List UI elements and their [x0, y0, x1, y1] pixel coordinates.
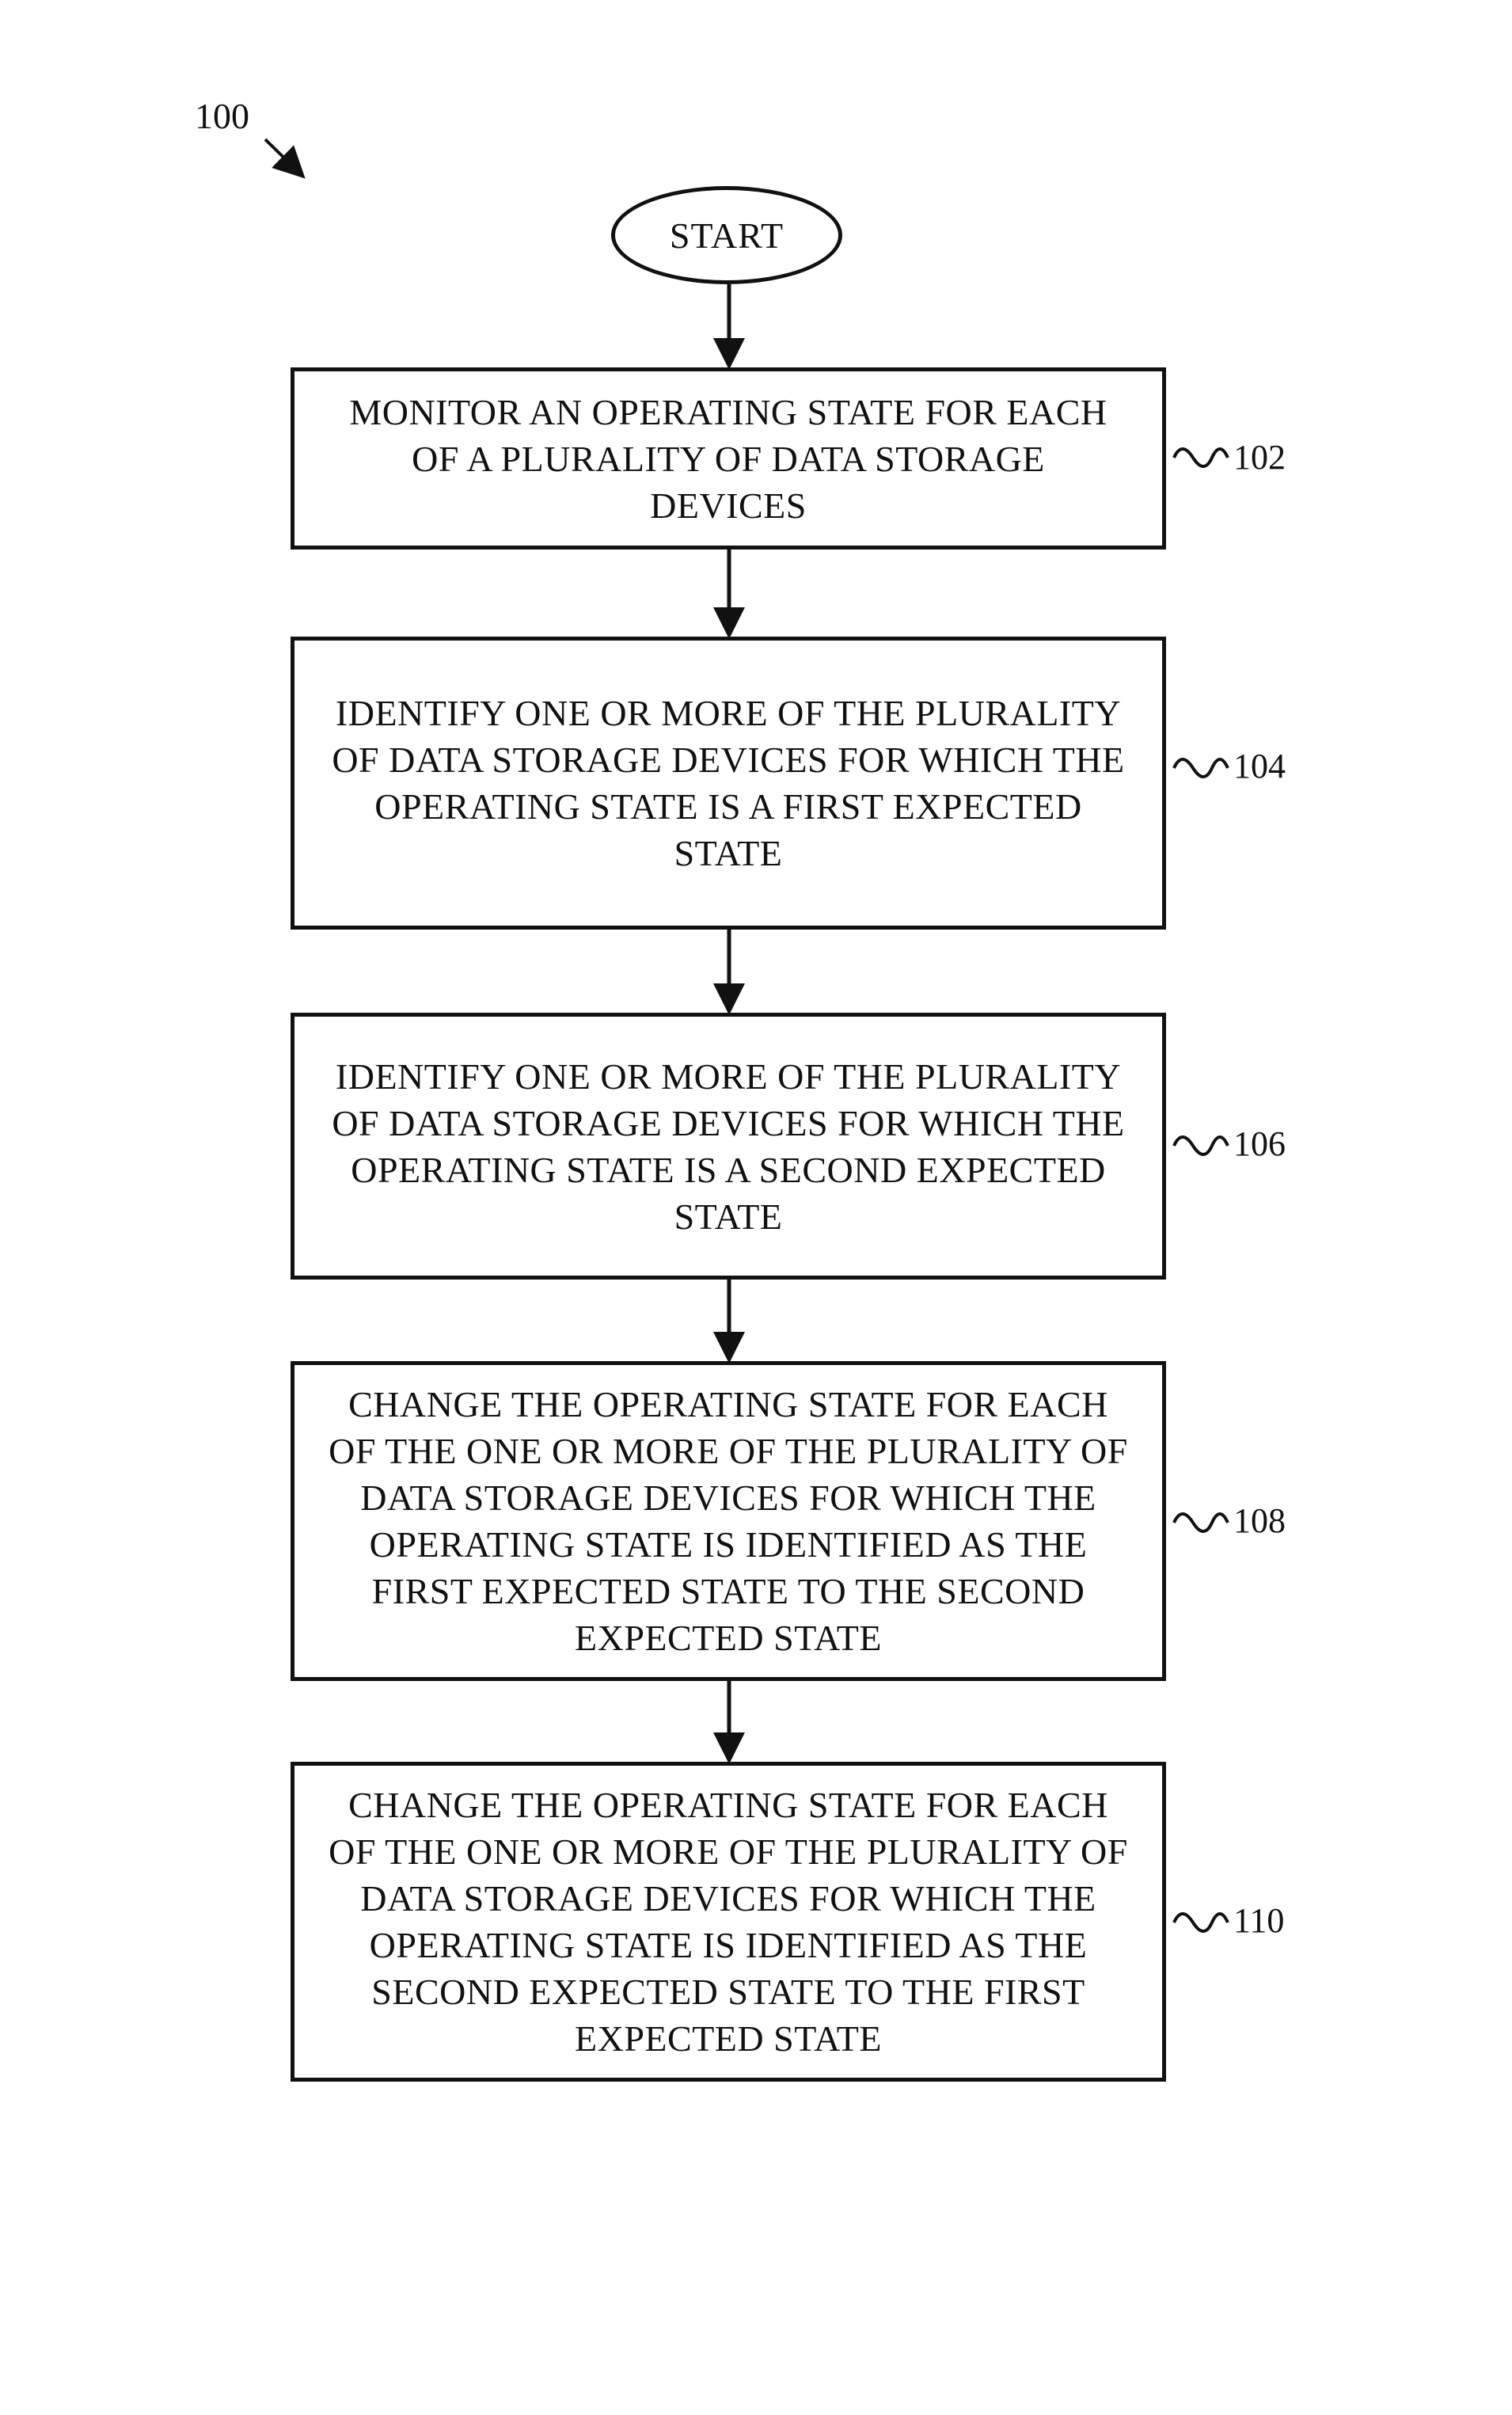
step-ref-104: 104 [1233, 749, 1286, 784]
step-text-104: IDENTIFY ONE OR MORE OF THE PLURALITY OF… [332, 690, 1124, 877]
step-text-110: CHANGE THE OPERATING STATE FOR EACH OF T… [329, 1782, 1128, 2062]
step-box-104: IDENTIFY ONE OR MORE OF THE PLURALITY OF… [291, 637, 1166, 930]
step-ref-110: 110 [1233, 1903, 1284, 1938]
leader-squiggle-108 [1174, 1514, 1228, 1531]
start-label: START [670, 215, 784, 257]
leader-squiggle-110 [1174, 1914, 1228, 1931]
start-terminal: START [611, 186, 842, 284]
step-ref-106: 106 [1233, 1127, 1286, 1162]
step-text-102: MONITOR AN OPERATING STATE FOR EACH OF A… [349, 389, 1107, 529]
step-box-106: IDENTIFY ONE OR MORE OF THE PLURALITY OF… [291, 1013, 1166, 1280]
leader-squiggle-102 [1174, 449, 1228, 466]
step-box-110: CHANGE THE OPERATING STATE FOR EACH OF T… [291, 1762, 1166, 2082]
step-ref-102: 102 [1233, 440, 1286, 475]
step-box-108: CHANGE THE OPERATING STATE FOR EACH OF T… [291, 1361, 1166, 1681]
step-ref-108: 108 [1233, 1504, 1286, 1538]
step-text-106: IDENTIFY ONE OR MORE OF THE PLURALITY OF… [332, 1053, 1124, 1240]
leader-squiggle-104 [1174, 759, 1228, 777]
leader-squiggle-106 [1174, 1137, 1228, 1154]
step-box-102: MONITOR AN OPERATING STATE FOR EACH OF A… [291, 367, 1166, 550]
step-text-108: CHANGE THE OPERATING STATE FOR EACH OF T… [329, 1381, 1128, 1661]
